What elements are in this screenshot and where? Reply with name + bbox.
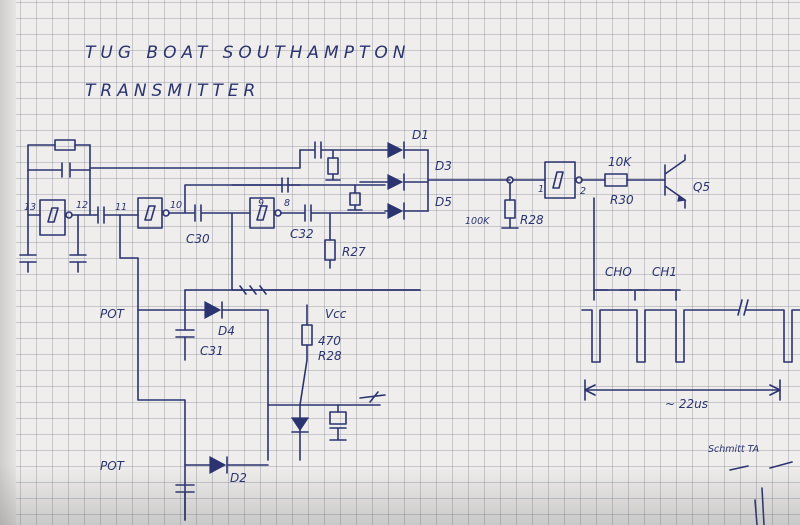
- input-oscillator: 13 12 11: [19, 139, 139, 273]
- schematic-subtitle: TRANSMITTER: [85, 81, 260, 101]
- schematic-title: TUG BOAT SOUTHAMPTON: [85, 43, 410, 63]
- d4-label: D4: [218, 324, 235, 338]
- pin-11-label: 11: [115, 202, 127, 213]
- period-label: ~ 22us: [665, 397, 708, 411]
- r30-label: R30: [610, 193, 634, 207]
- gate-11-10: 10 C30: [119, 184, 301, 521]
- r27-label: R27: [342, 245, 366, 259]
- c32-label: C32: [290, 227, 314, 241]
- r470-value: 470: [318, 334, 341, 348]
- gate-input-pin: 1: [538, 184, 544, 195]
- pot-label-upper: POT: [100, 307, 126, 321]
- timing-diagram: CHO CH1 ~ 22us: [581, 265, 800, 411]
- supply-section: D4 C31 D2 POT POT Vcc 470 R28: [100, 285, 421, 521]
- r28-value: 100K: [465, 216, 490, 227]
- output-stage: 1 2 10K R30 100K R28 Q5: [465, 154, 710, 291]
- c31-label: C31: [200, 344, 224, 358]
- pot-label-lower: POT: [100, 459, 126, 473]
- r28-label: R28: [520, 213, 544, 227]
- pin-13-label: 13: [24, 202, 36, 213]
- partial-note: Schmitt TA: [708, 444, 793, 525]
- partial-note-text: Schmitt TA: [708, 444, 759, 455]
- top-bus: [89, 149, 301, 169]
- gate-output-pin: 2: [580, 186, 586, 197]
- d3-label: D3: [435, 159, 452, 173]
- ch1-label: CH1: [652, 265, 677, 279]
- notebook-edge: [0, 0, 16, 525]
- q5-label: Q5: [693, 180, 710, 194]
- bus-capacitor: [231, 177, 386, 193]
- d2-label: D2: [230, 471, 247, 485]
- pin-10-label: 10: [170, 200, 182, 211]
- r28b-label: R28: [318, 349, 342, 363]
- photo-shadow: [0, 465, 800, 525]
- pin-8-label: 8: [284, 198, 290, 209]
- c30-label: C30: [186, 232, 210, 246]
- r30-value: 10K: [608, 155, 632, 169]
- vcc-label: Vcc: [325, 307, 347, 321]
- diode-mixer: D1 D3 D5: [299, 128, 511, 220]
- pin-9-label: 9: [258, 198, 264, 209]
- pin-12-label: 12: [76, 200, 88, 211]
- ch0-label: CHO: [605, 265, 632, 279]
- d1-label: D1: [412, 128, 429, 142]
- d5-label: D5: [435, 195, 452, 209]
